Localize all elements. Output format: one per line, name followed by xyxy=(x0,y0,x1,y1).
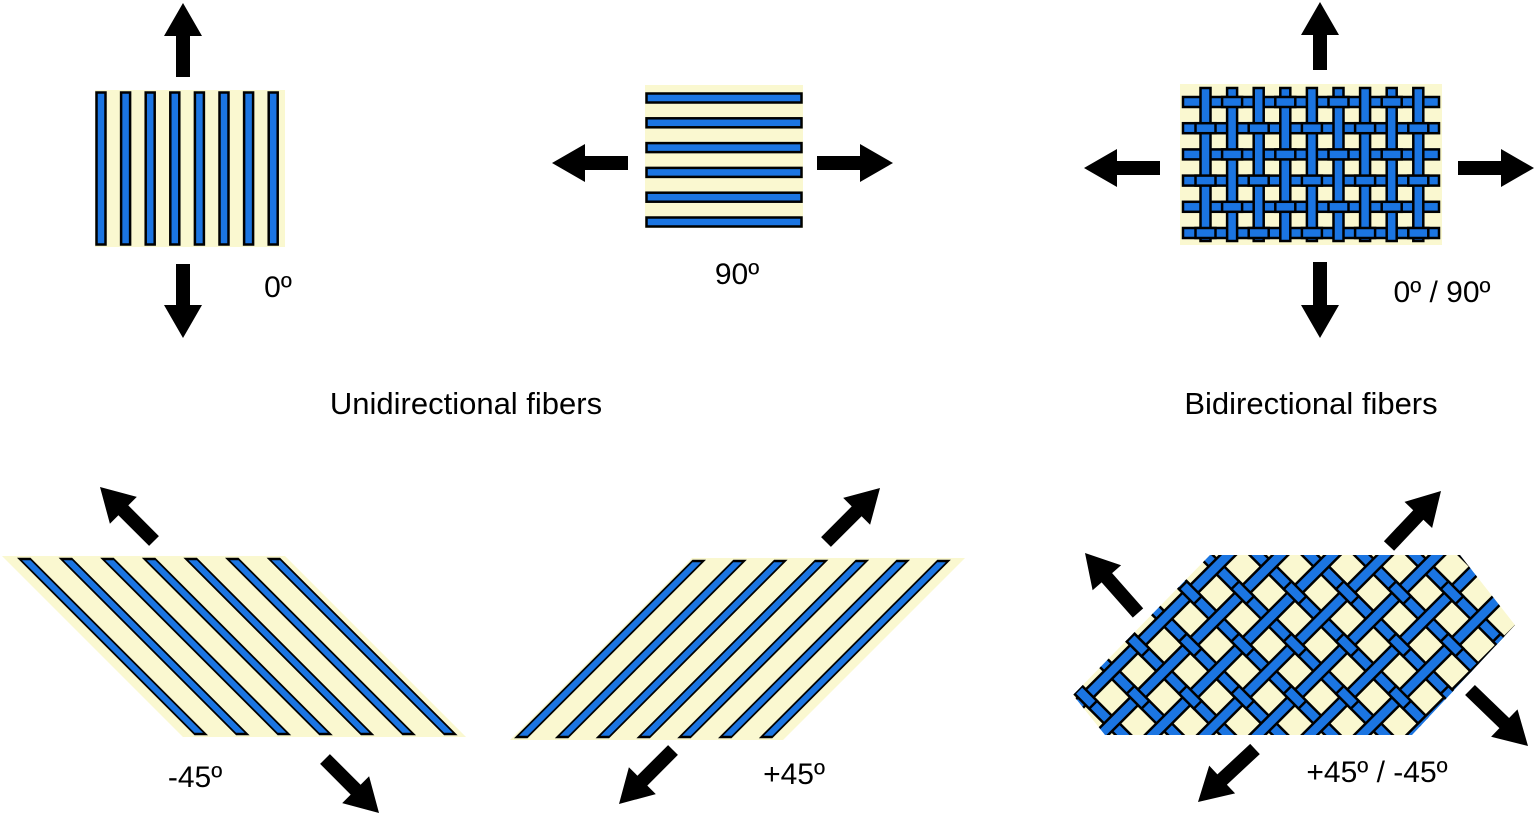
ply-90-label: 90º xyxy=(714,258,760,291)
ply-minus45-swatch xyxy=(2,556,466,737)
ply-90-matrix xyxy=(645,85,803,228)
ply-pm45-load-arrow-down-right xyxy=(1465,685,1528,746)
ply-90-load-arrow-left xyxy=(552,144,628,182)
ply-plus45-swatch xyxy=(510,558,965,740)
ply-90-load-arrow-right xyxy=(817,144,893,182)
unidirectional-fibers-title: Unidirectional fibers xyxy=(329,386,603,421)
ply-minus45-label: -45º xyxy=(167,761,223,794)
ply-pm45-load-arrow-up-left xyxy=(1085,553,1144,618)
ply-0-90-load-arrow-right xyxy=(1458,149,1534,187)
ply-0-90-label: 0º / 90º xyxy=(1393,276,1491,309)
ply-plus45-label: +45º xyxy=(763,758,825,791)
ply-plus45-load-arrow-up-right xyxy=(821,488,880,547)
ply-0-90-load-arrow-down xyxy=(1301,262,1339,338)
ply-plus45-load-arrow-down-left xyxy=(619,745,678,804)
ply-plus45-minus45-label: +45º / -45º xyxy=(1306,756,1448,789)
bidirectional-fibers-title: Bidirectional fibers xyxy=(1184,386,1438,421)
ply-0-label: 0º xyxy=(264,271,292,304)
ply-0-90-load-arrow-left xyxy=(1084,149,1160,187)
ply-minus45-load-arrow-down-right xyxy=(320,754,379,813)
ply-0-90-swatch xyxy=(1180,84,1442,245)
ply-0-load-arrow-down xyxy=(164,264,202,338)
ply-pm45-load-arrow-down-left xyxy=(1198,743,1260,802)
ply-0-90-load-arrow-up xyxy=(1301,2,1339,70)
ply-minus45-load-arrow-up-left xyxy=(100,487,159,546)
ply-90-swatch xyxy=(645,85,803,228)
ply-pm45-load-arrow-up-right xyxy=(1383,491,1441,551)
ply-0-swatch xyxy=(95,90,285,247)
ply-0-load-arrow-up xyxy=(164,3,202,77)
